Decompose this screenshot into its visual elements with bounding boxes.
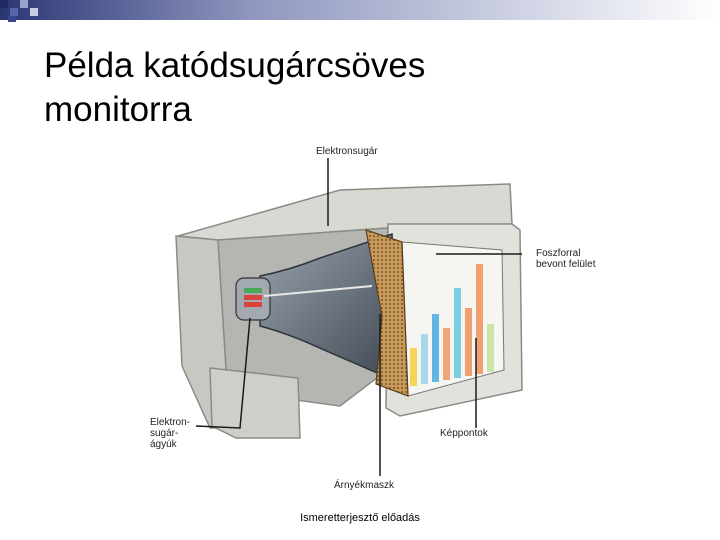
slide-title: Példa katódsugárcsöves monitorra xyxy=(44,44,684,132)
header-decoration-band xyxy=(0,0,720,24)
label-guns-line-3: ágyúk xyxy=(150,439,190,450)
label-pixels: Képpontok xyxy=(440,428,488,439)
band-square-4 xyxy=(30,8,38,16)
electron-guns xyxy=(244,288,262,307)
slide-title-line-1: Példa katódsugárcsöves xyxy=(44,44,684,88)
slide-title-line-2: monitorra xyxy=(44,88,684,132)
band-square-2 xyxy=(10,8,18,16)
label-guns-line-2: sugár- xyxy=(150,428,190,439)
label-phosphor-surface: Foszforral bevont felület xyxy=(536,248,596,270)
monitor-screen xyxy=(402,242,504,396)
slide-footer: Ismeretterjesztő előadás xyxy=(0,512,720,524)
label-shadow-mask: Árnyékmaszk xyxy=(334,480,394,491)
label-guns-line-1: Elektron- xyxy=(150,417,190,428)
label-electron-guns: Elektron- sugár- ágyúk xyxy=(150,417,190,450)
label-pixels-text: Képpontok xyxy=(440,428,488,439)
band-square-3 xyxy=(20,0,28,8)
crt-monitor-illustration xyxy=(140,138,620,498)
label-electron-beam: Elektronsugár xyxy=(316,146,378,157)
label-phosphor-line-1: Foszforral xyxy=(536,248,596,259)
band-square-1 xyxy=(0,0,8,8)
label-phosphor-line-2: bevont felület xyxy=(536,259,596,270)
band-square-5 xyxy=(8,16,16,22)
label-electron-beam-text: Elektronsugár xyxy=(316,146,378,157)
label-shadow-mask-text: Árnyékmaszk xyxy=(334,480,394,491)
